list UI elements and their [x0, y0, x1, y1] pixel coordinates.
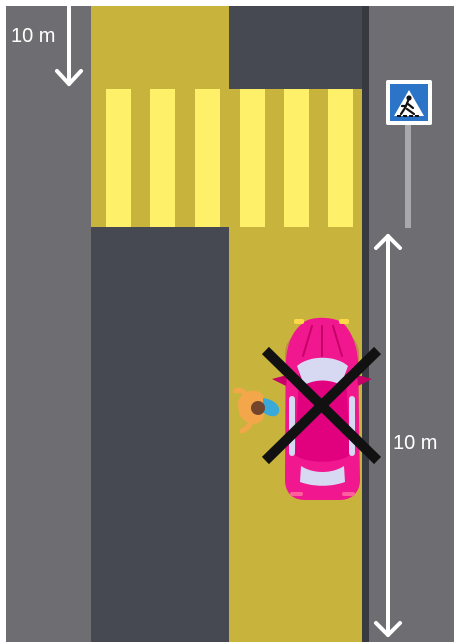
curb-line — [362, 6, 369, 642]
car-left-headlight — [294, 319, 304, 324]
crosswalk-stripe — [150, 89, 175, 227]
car-right-headlight — [339, 319, 349, 324]
car-left-taillight — [290, 492, 303, 496]
crosswalk-stripe — [240, 89, 265, 227]
pedestrian-head — [251, 401, 265, 415]
car-right-side-window — [349, 396, 355, 456]
car-right-taillight — [342, 492, 355, 496]
crosswalk-stripe — [328, 89, 353, 227]
right-distance-label: 10 m — [393, 433, 437, 453]
top-distance-label: 10 m — [11, 26, 55, 46]
crosswalk-stripe — [284, 89, 309, 227]
left-sidewalk — [6, 6, 91, 642]
sign-pedestrian-head — [406, 95, 411, 100]
crosswalk-stripe — [106, 89, 131, 227]
sign-pole — [405, 124, 411, 228]
crosswalk-stripe — [195, 89, 220, 227]
